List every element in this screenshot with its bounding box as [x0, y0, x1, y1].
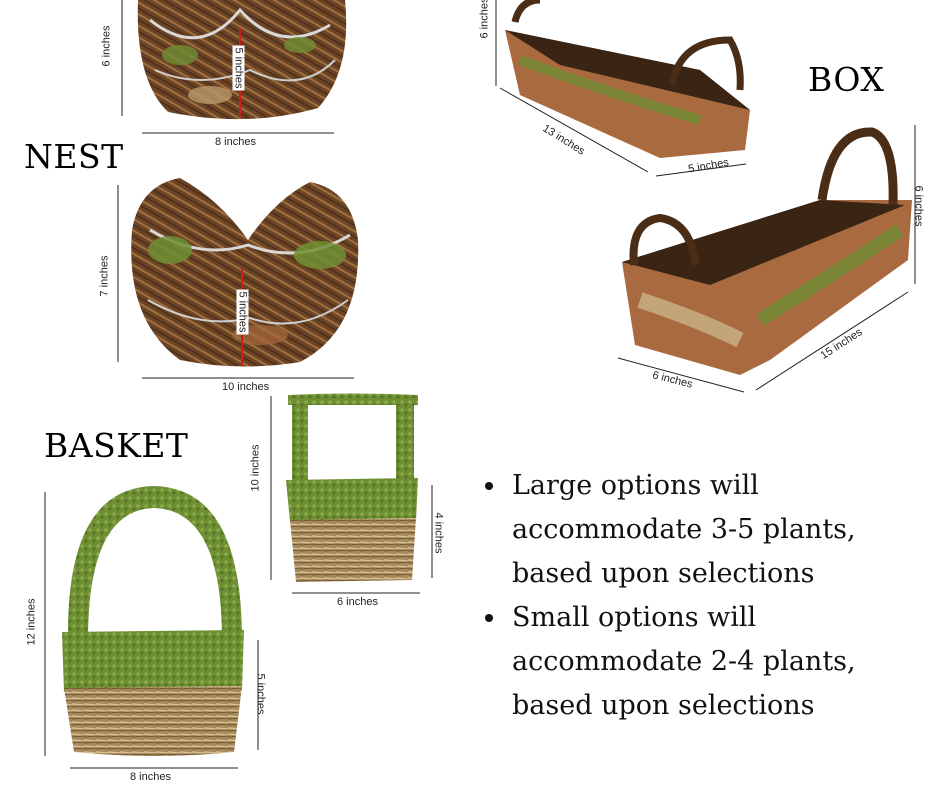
box-large-image — [622, 127, 912, 375]
capacity-note-small: Small options will accommodate 2-4 plant… — [482, 596, 902, 728]
nest-large-inner-label: 5 inches — [236, 289, 249, 335]
nest-small-inner-label: 5 inches — [232, 45, 245, 91]
basket-small-width-label: 6 inches — [337, 596, 378, 608]
basket-large-body-label: 5 inches — [254, 673, 267, 715]
box-large-height-label: 6 inches — [912, 185, 925, 227]
nest-large-height-label: 7 inches — [98, 255, 111, 297]
nest-large-width-label: 10 inches — [222, 381, 270, 393]
basket-small-height-label: 10 inches — [249, 444, 262, 492]
nest-small-height-label: 6 inches — [100, 25, 113, 67]
basket-large-image — [62, 486, 244, 756]
nest-small-width-label: 8 inches — [215, 136, 256, 148]
basket-small-body-label: 4 inches — [432, 512, 445, 554]
box-small-image — [505, 0, 750, 158]
box-heading: BOX — [808, 60, 885, 99]
box-small-height-label: 6 inches — [478, 0, 491, 39]
capacity-notes: Large options will accommodate 3-5 plant… — [482, 464, 902, 728]
capacity-note-large: Large options will accommodate 3-5 plant… — [482, 464, 902, 596]
basket-small-image — [286, 393, 418, 582]
basket-large-width-label: 8 inches — [130, 771, 171, 783]
basket-large-height-label: 12 inches — [25, 598, 38, 646]
basket-heading: BASKET — [44, 426, 189, 465]
nest-large-image — [131, 178, 359, 367]
nest-heading: NEST — [24, 137, 124, 176]
